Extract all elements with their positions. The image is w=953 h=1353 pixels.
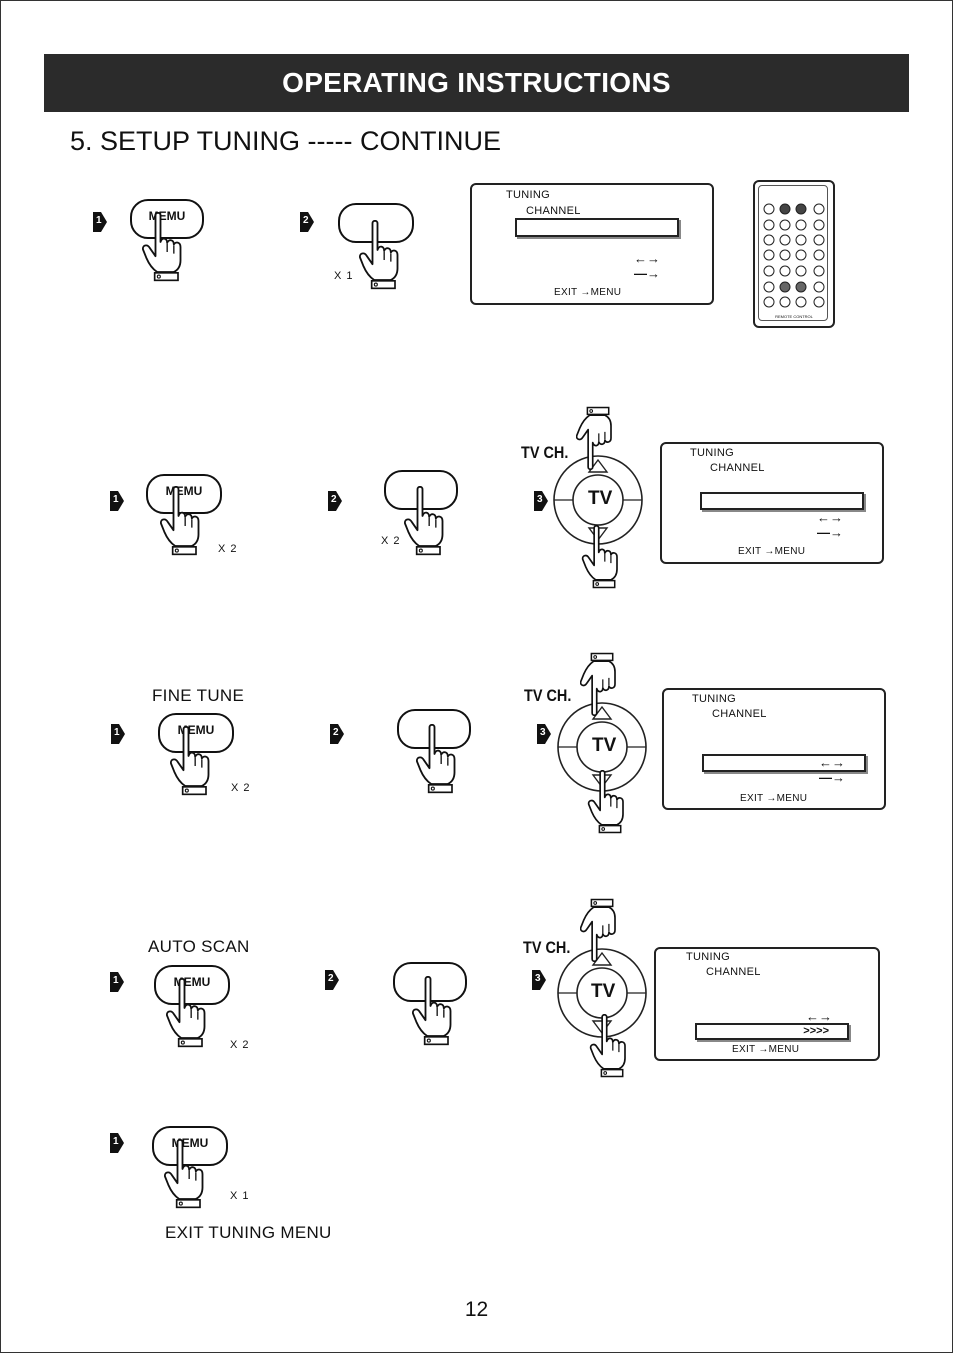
scan-progress-field: >>>>	[695, 1023, 849, 1040]
exit-tuning-menu-label: EXIT TUNING MENU	[165, 1223, 332, 1242]
screen-title: TUNING	[506, 189, 550, 201]
remote-control: REMOTE CONTROL	[753, 180, 835, 328]
exit-hint: EXIT →MENU	[732, 1044, 800, 1055]
arrow-left-right-icon: ←→	[806, 1009, 832, 1024]
press-count: X 2	[231, 782, 251, 794]
pointing-hand-down-icon	[572, 406, 618, 470]
menu-label: MENU	[590, 287, 622, 298]
step-number: 2	[328, 973, 334, 984]
step-number: 3	[535, 973, 541, 984]
pointing-hand-icon	[159, 486, 200, 556]
pointing-hand-icon	[581, 525, 619, 589]
press-count: X 2	[230, 1039, 250, 1051]
step-number: 1	[96, 215, 102, 226]
arrow-right-icon: —→	[817, 525, 843, 540]
menu-label: MENU	[768, 1044, 800, 1055]
channel-field	[700, 492, 864, 510]
tv-screen: TUNING CHANNEL ←→ —→ EXIT →MENU	[470, 183, 714, 305]
screen-subtitle: CHANNEL	[710, 462, 765, 474]
exit-hint: EXIT →MENU	[554, 287, 622, 298]
screen-title: TUNING	[686, 951, 730, 963]
pointing-hand-down-icon	[576, 652, 622, 716]
exit-hint: EXIT →MENU	[740, 793, 808, 804]
screen-subtitle: CHANNEL	[712, 708, 767, 720]
pointing-hand-icon	[163, 1139, 204, 1209]
press-count: X 1	[230, 1190, 250, 1202]
exit-label: EXIT	[554, 287, 578, 298]
tv-button-label: TV	[591, 981, 616, 1002]
pointing-hand-icon	[403, 486, 444, 556]
step-number: 2	[331, 494, 337, 505]
header-title: OPERATING INSTRUCTIONS	[282, 67, 671, 98]
exit-hint: EXIT →MENU	[738, 546, 806, 557]
section-title: 5. SETUP TUNING ----- CONTINUE	[70, 126, 502, 156]
step-number: 1	[113, 494, 119, 505]
screen-subtitle: CHANNEL	[526, 205, 581, 217]
tv-ch-label: TV CH.	[521, 443, 569, 462]
screen-subtitle: CHANNEL	[706, 966, 761, 978]
pointing-hand-icon	[587, 770, 625, 834]
remote-buttons	[763, 203, 825, 308]
step-number: 2	[333, 727, 339, 738]
arrow-left-right-icon: ←→	[634, 251, 660, 266]
press-count: X 1	[334, 270, 354, 282]
arrow-left-right-icon: ←→	[819, 755, 845, 770]
pointing-hand-icon	[358, 220, 399, 290]
tv-button-label: TV	[588, 488, 613, 509]
channel-field	[702, 754, 866, 772]
step-number: 3	[540, 727, 546, 738]
press-count: X 2	[381, 535, 401, 547]
exit-label: EXIT	[732, 1044, 756, 1055]
tv-dial[interactable]	[552, 452, 644, 548]
tv-ch-label: TV CH.	[523, 938, 571, 957]
pointing-hand-icon	[165, 978, 206, 1048]
arrow-right-icon: —→	[819, 770, 845, 785]
nav-arrows: ←→ —→	[805, 510, 843, 540]
fine-tune-label: FINE TUNE	[152, 686, 245, 705]
pointing-hand-icon	[411, 976, 452, 1046]
step-number: 3	[537, 494, 543, 505]
step-number: 1	[113, 1136, 119, 1147]
press-count: X 2	[218, 543, 238, 555]
page-number: 12	[464, 1298, 489, 1321]
pointing-hand-icon	[415, 724, 456, 794]
nav-arrows: ←→	[802, 1009, 832, 1024]
pointing-hand-icon	[589, 1014, 627, 1078]
tv-screen: TUNING CHANNEL ←→ —→ EXIT →MENU	[662, 688, 886, 810]
screen-title: TUNING	[692, 693, 736, 705]
tv-screen: TUNING CHANNEL ←→ —→ EXIT →MENU	[660, 442, 884, 564]
screen-title: TUNING	[690, 447, 734, 459]
channel-field	[515, 218, 679, 237]
header-bar: OPERATING INSTRUCTIONS	[44, 54, 909, 112]
tv-ch-label: TV CH.	[524, 686, 572, 705]
nav-arrows: ←→ —→	[807, 755, 845, 785]
arrow-right-icon: —→	[634, 266, 660, 281]
exit-label: EXIT	[738, 546, 762, 557]
arrow-left-right-icon: ←→	[817, 510, 843, 525]
exit-label: EXIT	[740, 793, 764, 804]
auto-scan-label: AUTO SCAN	[148, 937, 250, 956]
pointing-hand-icon	[169, 726, 210, 796]
menu-label: MENU	[774, 546, 806, 557]
step-number: 2	[303, 215, 309, 226]
menu-label: MENU	[776, 793, 808, 804]
pointing-hand-icon	[141, 212, 182, 282]
menu-button[interactable]: MEMU	[130, 199, 204, 239]
step-number: 1	[114, 727, 120, 738]
tv-dial[interactable]	[556, 945, 648, 1041]
remote-caption: REMOTE CONTROL	[775, 314, 813, 319]
nav-arrows: ←→ —→	[622, 251, 660, 281]
tv-button-label: TV	[592, 735, 617, 756]
pointing-hand-down-icon	[576, 898, 622, 962]
step-number: 1	[113, 975, 119, 986]
scan-progress: >>>>	[803, 1025, 829, 1037]
tv-screen: TUNING CHANNEL ←→ >>>> EXIT →MENU	[654, 947, 880, 1061]
